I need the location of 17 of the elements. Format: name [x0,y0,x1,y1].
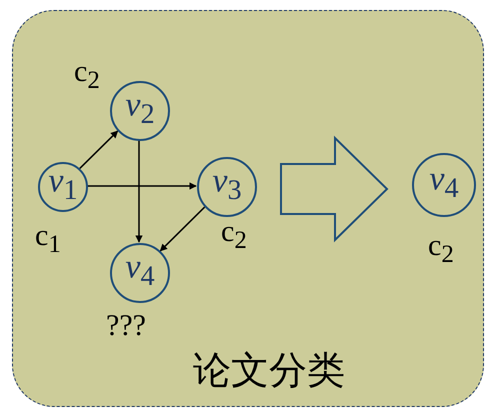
arrow [78,130,118,168]
panel [12,10,484,407]
node-caption: c$_{1}$ [35,221,61,257]
node-caption: c$_{2}$ [428,231,454,267]
node-label: v$_{2}$ [124,88,156,130]
node-label: v$_{1}$ [47,164,79,206]
node-label: v$_{3}$ [211,164,243,206]
node-caption: c$_{2}$ [74,57,100,93]
panel-title: 论文分类 [193,351,345,389]
arrow [86,182,196,190]
node-label: v$_{4}$ [124,250,156,292]
arrow [159,206,205,251]
node-label: v$_{4}$ [428,162,460,204]
node-caption: c$_{2}$ [221,217,247,253]
node-caption: ??? [106,311,146,341]
arrow [134,140,142,242]
block-arrow [280,135,388,242]
